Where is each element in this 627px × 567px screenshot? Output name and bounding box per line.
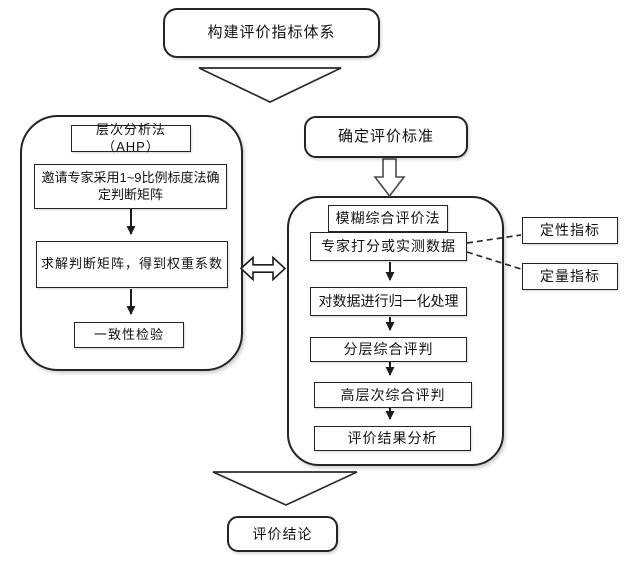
down-triangle-connector-bottom <box>212 471 358 506</box>
node-qualitative-indicator: 定性指标 <box>522 217 618 244</box>
node-fuzzy-step-5: 评价结果分析 <box>314 426 471 451</box>
node-build-evaluation-index-system: 构建评价指标体系 <box>163 8 380 58</box>
node-quantitative-indicator: 定量指标 <box>522 263 618 290</box>
node-fuzzy-step-4: 高层次综合评判 <box>314 382 472 408</box>
node-evaluation-conclusion: 评价结论 <box>227 516 338 552</box>
node-fuzzy-step-1: 专家打分或实测数据 <box>310 232 467 261</box>
down-triangle-connector-top <box>198 67 342 103</box>
node-determine-evaluation-criteria: 确定评价标准 <box>304 116 468 158</box>
node-ahp-step-3: 一致性检验 <box>74 322 184 348</box>
block-down-arrow <box>373 158 406 198</box>
node-ahp-method-title: 层次分析法（AHP） <box>71 122 191 154</box>
node-fuzzy-step-3: 分层综合评判 <box>310 337 467 362</box>
node-ahp-step-2: 求解判断矩阵，得到权重系数 <box>36 241 228 288</box>
node-ahp-step-1: 邀请专家采用1~9比例标度法确定判断矩阵 <box>34 164 227 209</box>
dashed-link-qualitative <box>466 234 522 244</box>
double-headed-arrow <box>239 255 287 282</box>
node-fuzzy-method-title: 模糊综合评价法 <box>328 205 448 232</box>
dashed-link-quantitative <box>466 251 522 270</box>
node-fuzzy-step-2: 对数据进行归一化处理 <box>310 287 467 316</box>
